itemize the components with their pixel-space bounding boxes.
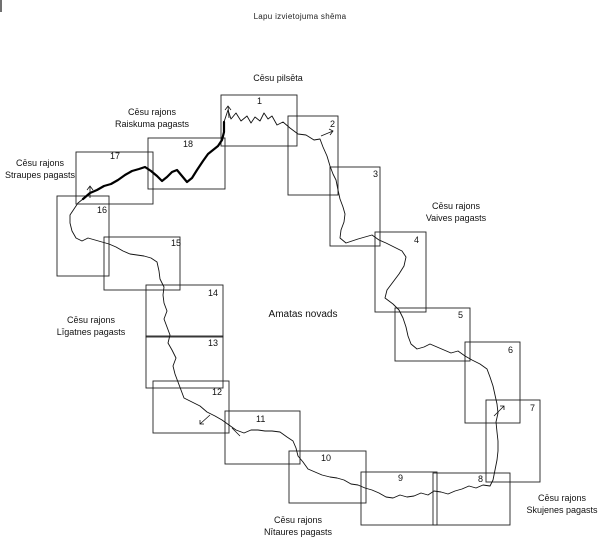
label-ligatnes-line1: Cēsu rajons [67,315,116,325]
arrow-marker [86,185,94,198]
label-raiskuma-line2: Raiskuma pagasts [115,119,190,129]
sheet-11-frame[interactable] [224,410,301,465]
arrow-marker [224,105,232,119]
sheet-number: 14 [208,288,218,298]
label-skujenes-line1: Cēsu rajons [538,493,587,503]
label-raiskuma-line1: Cēsu rajons [128,107,177,117]
map-title: Lapu izvietojuma shēma [254,12,347,21]
sheet-number: 13 [208,338,218,348]
sheet-2-frame[interactable] [287,115,339,196]
sheet-9-frame[interactable] [360,471,438,526]
arrow-marker [231,427,241,437]
label-amatas-novads: Amatas novads [269,309,338,320]
sheet-number: 1 [257,96,262,106]
sheet-3-frame[interactable] [329,166,381,247]
sheet-number: 3 [373,169,378,179]
label-nitaures-line2: Nītaures pagasts [264,527,333,537]
sheet-number: 10 [321,453,331,463]
sheet-number: 15 [171,238,181,248]
label-cesu-pilseta: Cēsu pilsēta [253,73,303,83]
sheet-number: 11 [256,414,265,424]
label-straupes-line2: Straupes pagasts [5,170,76,180]
sheet-17-frame[interactable] [75,151,154,205]
label-skujenes-line2: Skujenes pagasts [526,505,598,515]
sheet-15-frame[interactable] [103,236,181,291]
sheet-1-frame[interactable] [220,94,298,147]
label-vaives-line2: Vaives pagasts [426,213,487,223]
label-straupes-line1: Cēsu rajons [16,158,65,168]
sheet-18-frame[interactable] [147,137,226,190]
sheet-number: 17 [110,151,120,161]
sheet-10-frame[interactable] [288,450,367,504]
boundary-line [69,109,499,499]
sheet-number: 18 [183,139,193,149]
sheet-14-frame[interactable] [145,284,224,338]
sheet-numbers: 1 2 3 4 5 6 7 8 9 10 11 12 13 14 15 16 1… [97,96,535,484]
direction-arrows [86,105,505,437]
sheet-number: 16 [97,205,107,215]
sheet-7-frame[interactable] [485,399,541,483]
arrow-marker [199,414,211,425]
sheet-number: 5 [458,310,463,320]
boundary-line-thick [81,120,226,201]
sheet-number: 9 [398,473,403,483]
sheet-number: 4 [414,235,419,245]
sheet-number: 8 [478,474,483,484]
sheet-12-frame[interactable] [152,380,230,434]
arrow-marker [320,128,334,137]
sheet-13-frame[interactable] [145,335,224,389]
label-vaives-line1: Cēsu rajons [432,201,481,211]
sheet-5-frame[interactable] [394,307,471,362]
sheet-number: 7 [530,403,535,413]
sheet-number: 6 [508,345,513,355]
sheet-6-frame[interactable] [464,341,521,424]
sheet-16-frame[interactable] [56,195,110,277]
sheet-number: 2 [330,119,335,129]
arrow-marker [493,405,505,417]
label-nitaures-line1: Cēsu rajons [274,515,323,525]
sheet-grid [56,94,541,526]
sheet-8-frame[interactable] [432,472,511,526]
sheet-number: 12 [212,387,222,397]
label-ligatnes-line2: Līgatnes pagasts [57,327,126,337]
